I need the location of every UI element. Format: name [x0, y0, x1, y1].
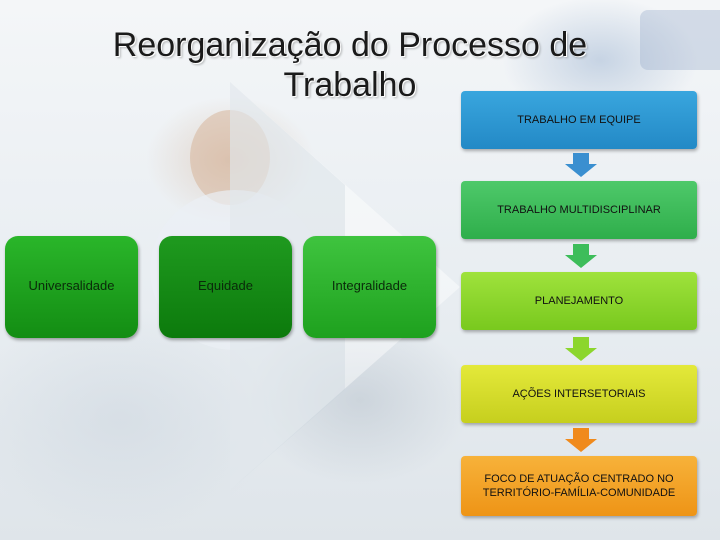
- down-arrow-icon: [565, 153, 597, 177]
- step-box-trabalho-multidisciplinar: TRABALHO MULTIDISCIPLINAR: [461, 181, 697, 239]
- down-arrow-icon: [565, 428, 597, 452]
- principle-label: Integralidade: [331, 278, 408, 293]
- down-arrow-icon-shape: [565, 244, 597, 268]
- principle-box-universalidade: Universalidade: [5, 236, 138, 338]
- down-arrow-icon-shape: [565, 337, 597, 361]
- principle-label: Universalidade: [28, 278, 115, 293]
- background-sign: [640, 10, 720, 70]
- principle-box-equidade: Equidade: [159, 236, 292, 338]
- step-box-trabalho-em-equipe: TRABALHO EM EQUIPE: [461, 91, 697, 149]
- step-box-acoes-intersetoriais: AÇÕES INTERSETORIAIS: [461, 365, 697, 423]
- page-title: Reorganização do Processo de Trabalho: [112, 26, 588, 104]
- down-arrow-icon-shape: [565, 153, 597, 177]
- principle-label: Equidade: [198, 278, 253, 293]
- down-arrow-icon-shape: [565, 428, 597, 452]
- step-box-foco-de-atuacao: FOCO DE ATUAÇÃO CENTRADO NO TERRITÓRIO-F…: [461, 456, 697, 516]
- background-person-face: [190, 110, 270, 205]
- down-arrow-icon: [565, 244, 597, 268]
- principle-box-integralidade: Integralidade: [303, 236, 436, 338]
- down-arrow-icon: [565, 337, 597, 361]
- step-box-planejamento: PLANEJAMENTO: [461, 272, 697, 330]
